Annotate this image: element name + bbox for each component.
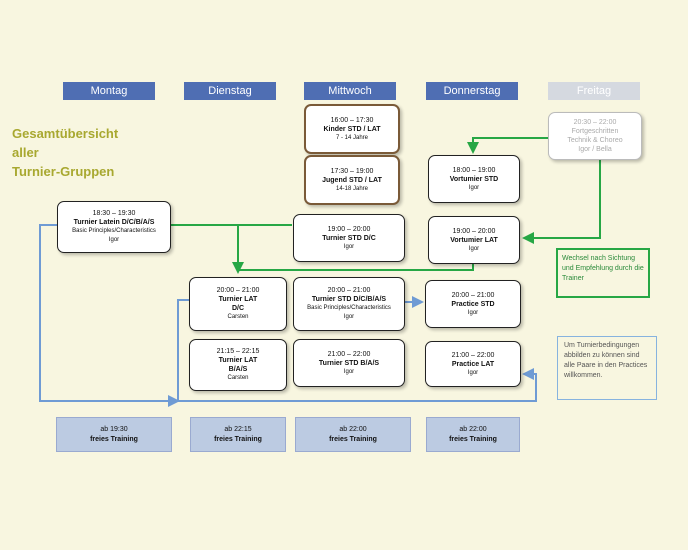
day-header-freitag: Freitag (548, 82, 640, 100)
blue-connector-di (177, 299, 290, 402)
day-header-donnerstag: Donnerstag (426, 82, 518, 100)
day-header-montag: Montag (63, 82, 155, 100)
note-wechsel: Wechsel nach Sichtung und Empfehlung dur… (556, 248, 650, 298)
page-title: Gesamtübersicht aller Turnier-Gruppen (12, 126, 119, 179)
green-connector-fr-do2 (522, 158, 601, 244)
green-connector-do-di (238, 262, 474, 271)
blue-connector-bottom (290, 368, 537, 402)
day-header-dienstag: Dienstag (184, 82, 276, 100)
blue-connector-mo (39, 224, 180, 407)
green-connector-mo-di (170, 224, 244, 274)
green-connector-fr-do1 (467, 137, 548, 154)
note-practices: Um Turnierbedingungen abbilden zu können… (557, 336, 657, 400)
day-header-mittwoch: Mittwoch (304, 82, 396, 100)
